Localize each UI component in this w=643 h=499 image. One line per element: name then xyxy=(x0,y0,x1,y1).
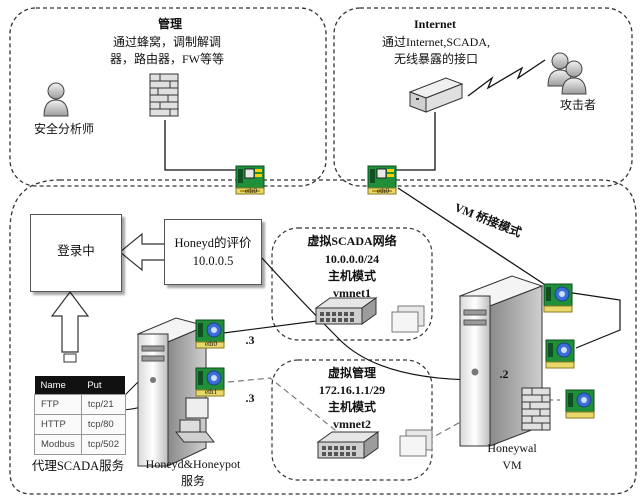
honeywall-line2: VM xyxy=(502,458,522,472)
ip-suffix-honeywall: .2 xyxy=(499,367,509,381)
honeyd-server-line2: 服务 xyxy=(180,474,205,488)
management-desc-line2: 器，路由器，FW等等 xyxy=(109,52,224,66)
honeynet-zone xyxy=(9,179,637,495)
wireless-bolt-icon xyxy=(467,59,546,97)
nic-internet-label: eth0 xyxy=(376,187,390,195)
mgmt-net-zone xyxy=(271,359,433,481)
scada-net-line2: 10.0.0.0/24 xyxy=(324,252,380,266)
management-title: 管理 xyxy=(157,17,182,31)
link-honeywall-loop xyxy=(565,291,621,349)
nic-honeyd-eth1-label: eth1 xyxy=(204,388,218,396)
honeyd-eval-line2: 10.0.0.5 xyxy=(192,254,234,268)
workstation-icon xyxy=(174,397,216,443)
scada-net-line1: 虚拟SCADA网络 xyxy=(307,234,397,248)
login-box: 登录中 xyxy=(30,214,122,292)
services-header-put: Put xyxy=(81,376,126,395)
internet-desc-line1: 通过Internet,SCADA, xyxy=(382,35,490,49)
arrow-up-to-login xyxy=(50,291,90,363)
scada-windows-icon xyxy=(391,305,425,333)
services-header-name: Name xyxy=(34,376,82,395)
table-row: Modbus tcp/502 xyxy=(34,434,126,455)
mgmt-net-line4: vmnet2 xyxy=(333,417,371,431)
analyst-label: 安全分析师 xyxy=(33,122,94,136)
scada-net-zone xyxy=(271,227,433,341)
nic-honeywall-eth1-icon xyxy=(545,339,575,369)
mgmt-net-line2: 172.16.1.1/29 xyxy=(318,383,386,397)
link-honeyd-mgmt xyxy=(207,377,361,451)
management-zone xyxy=(9,7,327,187)
attacker-icon xyxy=(547,52,587,95)
ip-suffix-honeyd-top: .3 xyxy=(245,333,255,347)
table-row: HTTP tcp/80 xyxy=(34,414,126,435)
router-icon xyxy=(408,77,464,113)
service-port: tcp/80 xyxy=(80,414,126,435)
analyst-icon xyxy=(43,82,69,117)
services-header-row: Name Put xyxy=(34,376,126,395)
scada-net-line4: vmnet1 xyxy=(333,286,371,300)
service-port: tcp/21 xyxy=(80,394,126,415)
mgmt-net-line3: 主机模式 xyxy=(327,400,376,414)
ip-suffix-honeyd-bottom: .3 xyxy=(245,391,255,405)
services-table: Name Put FTP tcp/21 HTTP tcp/80 Modbus t… xyxy=(34,376,126,455)
login-label: 登录中 xyxy=(57,244,95,258)
service-name: Modbus xyxy=(34,434,82,455)
services-caption: 代理SCADA服务 xyxy=(31,459,125,473)
service-port: tcp/502 xyxy=(80,434,126,455)
management-desc-line1: 通过蜂窝，调制解调 xyxy=(112,35,221,49)
mgmt-net-line1: 虚拟管理 xyxy=(327,366,376,380)
internet-zone xyxy=(333,7,633,187)
scada-net-line3: 主机模式 xyxy=(327,269,376,283)
nic-management-label: eth0 xyxy=(244,187,258,195)
arrow-eval-to-login xyxy=(119,232,169,272)
honeyd-eval-line1: Honeyd的评价 xyxy=(174,236,252,250)
mgmt-windows-icon xyxy=(399,429,433,457)
table-row: FTP tcp/21 xyxy=(34,394,126,415)
internet-desc-line2: 无线暴露的接口 xyxy=(393,52,478,66)
honeywall-firewall-icon xyxy=(521,387,551,431)
honeyd-eval-box: Honeyd的评价 10.0.0.5 xyxy=(164,219,262,285)
nic-honeywall-eth2-icon xyxy=(565,389,595,419)
honeywall-line1: Honeywal xyxy=(487,441,537,455)
firewall-icon xyxy=(149,73,179,117)
attacker-label: 攻击者 xyxy=(559,98,596,112)
service-name: FTP xyxy=(34,394,82,415)
nic-honeywall-eth0-icon xyxy=(543,283,573,313)
mgmt-switch-icon xyxy=(317,431,379,459)
service-name: HTTP xyxy=(34,414,82,435)
link-eval-scada xyxy=(261,257,481,381)
scada-switch-icon xyxy=(315,297,377,325)
nic-honeyd-eth0-label: eth0 xyxy=(204,340,218,348)
internet-title: Internet xyxy=(414,17,456,31)
link-bridge xyxy=(397,187,557,293)
honeyd-server-line1: Honeyd&Honeypot xyxy=(145,457,241,471)
